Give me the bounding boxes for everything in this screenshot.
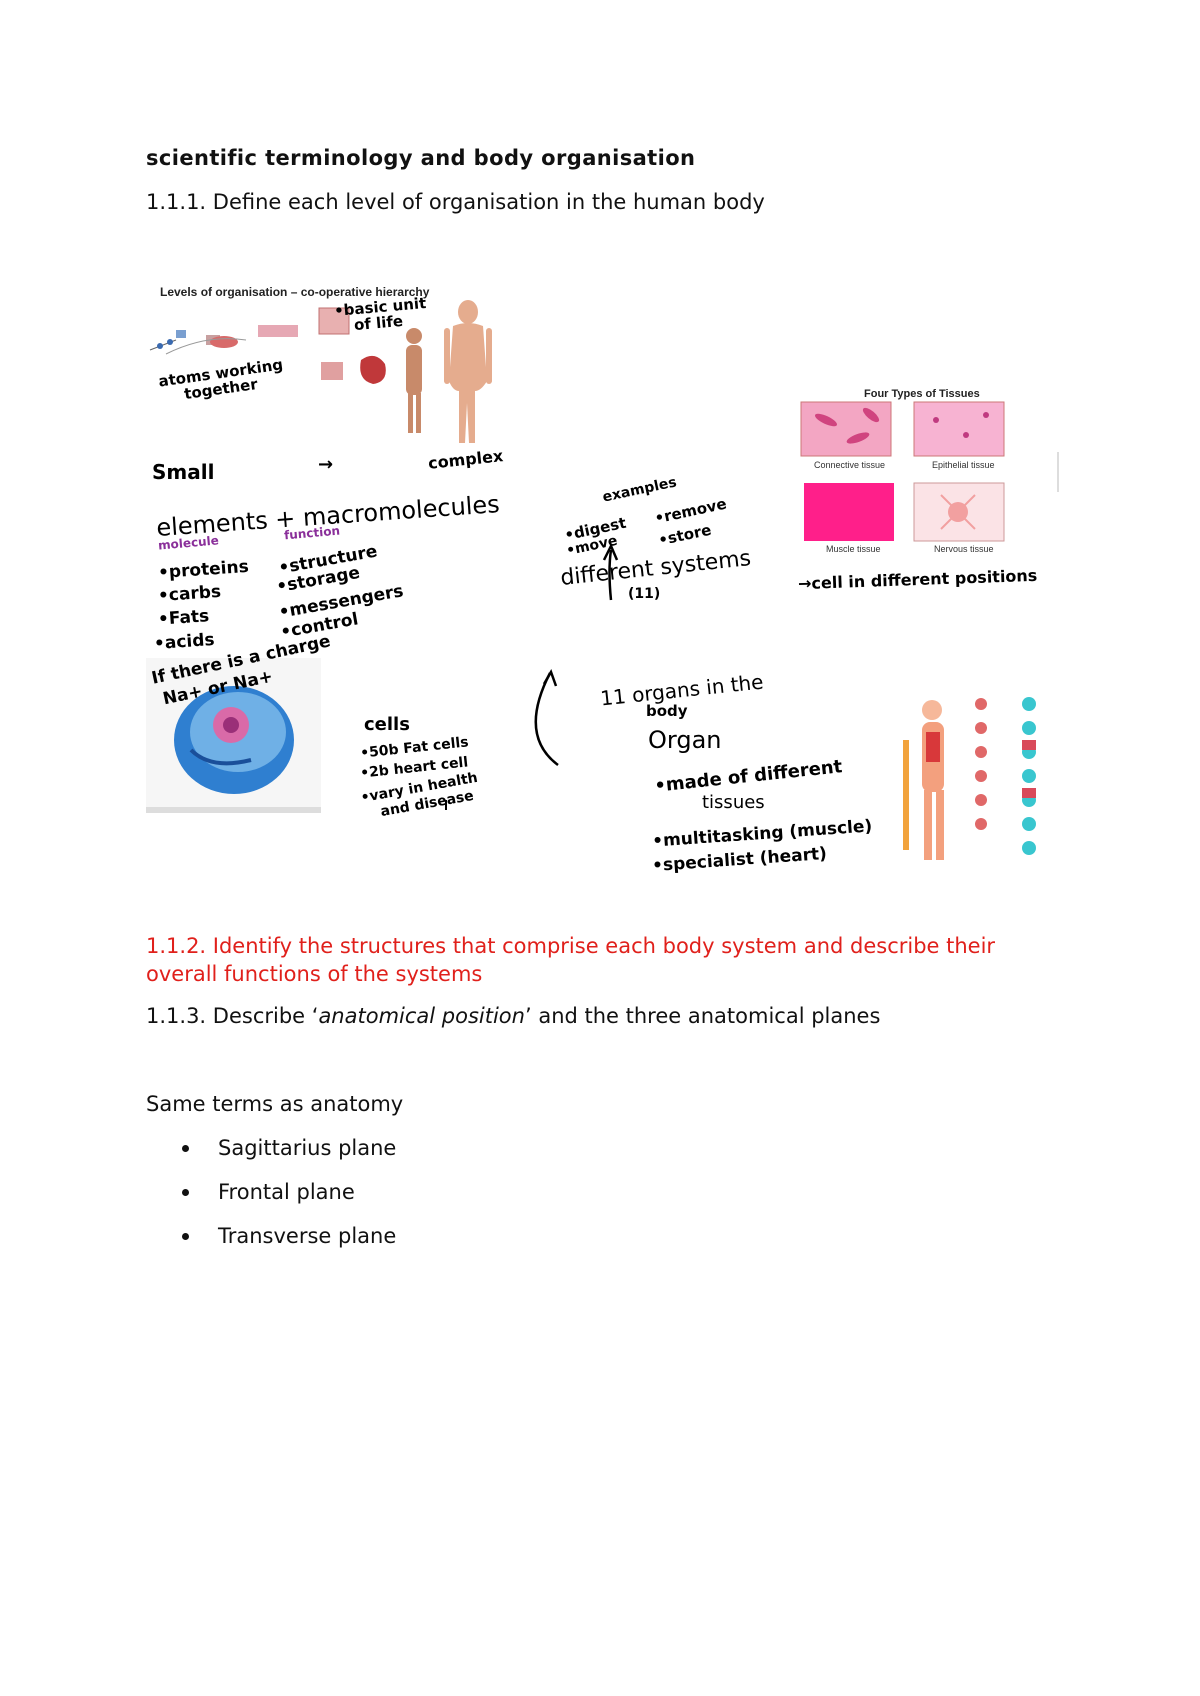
tissue-label-connective: Connective tissue xyxy=(814,460,886,470)
list-item: Frontal plane xyxy=(146,1180,396,1224)
list-item: Sagittarius plane xyxy=(146,1136,396,1180)
note-organ: Organ xyxy=(648,726,722,754)
note-tissues: tissues xyxy=(702,792,765,813)
objective-1-1-3-pre: 1.1.3. Describe ‘ xyxy=(146,1004,319,1028)
note-cells: cells xyxy=(364,714,410,735)
plane-transverse: Transverse plane xyxy=(218,1224,397,1248)
document-heading: scientific terminology and body organisa… xyxy=(146,146,696,170)
objective-1-1-2: 1.1.2. Identify the structures that comp… xyxy=(146,934,996,986)
hierarchy-diagram xyxy=(149,300,492,443)
note-acids: •acids xyxy=(153,629,216,655)
tissue-images xyxy=(800,401,1059,542)
up-arrow-icon xyxy=(608,549,613,601)
hierarchy-title: Levels of organisation – co-operative hi… xyxy=(160,285,430,299)
note-fats: •Fats xyxy=(157,606,210,630)
arrow-right-icon: → xyxy=(318,454,334,475)
objective-1-1-3-italic: anatomical position xyxy=(318,1004,525,1028)
note-body: body xyxy=(646,702,688,720)
tissues-title: Four Types of Tissues xyxy=(864,388,980,400)
plane-frontal: Frontal plane xyxy=(218,1180,355,1204)
organ-systems-chart xyxy=(903,697,1036,860)
tissue-label-epithelial: Epithelial tissue xyxy=(932,460,995,470)
list-item: Transverse plane xyxy=(146,1224,396,1268)
planes-list: Sagittarius plane Frontal plane Transver… xyxy=(146,1136,396,1268)
note-same-terms: Same terms as anatomy xyxy=(146,1092,404,1116)
note-eleven: (11) xyxy=(628,586,661,602)
tissue-label-nervous: Nervous tissue xyxy=(934,544,994,554)
note-small: Small xyxy=(152,460,215,484)
animal-cell-diagram xyxy=(136,658,321,813)
notes-figure: Levels of organisation – co-operative hi… xyxy=(136,270,1066,910)
bullet-icon xyxy=(182,1233,189,1240)
tissue-label-muscle: Muscle tissue xyxy=(826,544,881,554)
objective-1-1-3-post: ’ and the three anatomical planes xyxy=(524,1004,881,1028)
bullet-icon xyxy=(182,1145,189,1152)
curved-arrow-icon xyxy=(534,672,559,766)
plane-sagittarius: Sagittarius plane xyxy=(218,1136,397,1160)
bullet-icon xyxy=(182,1189,189,1196)
figure-drawings xyxy=(136,300,1059,860)
objective-1-1-3: 1.1.3. Describe ‘anatomical position’ an… xyxy=(146,1004,880,1028)
objective-1-1-1: 1.1.1. Define each level of organisation… xyxy=(146,190,765,214)
